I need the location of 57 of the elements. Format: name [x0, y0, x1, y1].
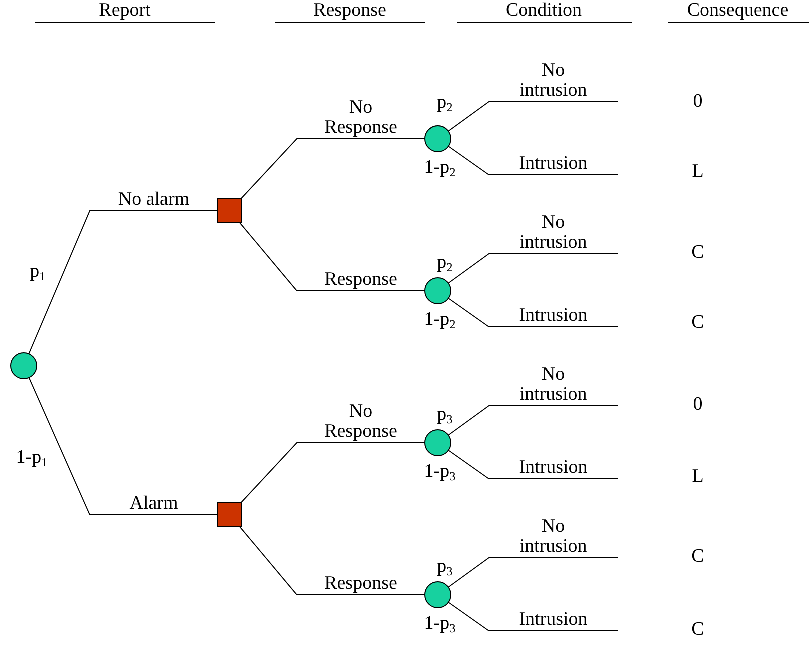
probability-label: 1-p$_{2}$: [424, 310, 456, 330]
branch-label: No intrusion: [518, 365, 588, 405]
branch-label: No intrusion: [518, 61, 588, 101]
consequence-value: C: [692, 547, 704, 567]
consequence-value: C: [692, 620, 704, 640]
tree-branch-line: [448, 450, 618, 480]
consequence-value: L: [692, 162, 704, 182]
probability-label: p$_{2}$: [437, 253, 453, 273]
tree-branch-line: [240, 138, 426, 200]
consequence-value: L: [692, 467, 704, 487]
consequence-value: C: [692, 243, 704, 263]
tree-branch-line: [448, 146, 618, 176]
consequence-value: C: [692, 313, 704, 333]
probability-label: p$_{2}$: [437, 93, 453, 113]
tree-branch-line: [448, 406, 618, 436]
chance-node: [424, 430, 452, 456]
tree-branch-line: [240, 526, 426, 596]
tree-branch-line: [28, 377, 218, 516]
branch-label: No intrusion: [518, 213, 588, 253]
probability-label: p$_{1}$: [30, 262, 46, 282]
branch-label: No intrusion: [518, 517, 588, 557]
probability-label: 1-p$_{3}$: [424, 462, 456, 482]
decision-node: [218, 502, 242, 528]
chance-node: [10, 352, 38, 380]
tree-branch-line: [448, 298, 618, 328]
tree-branch-line: [448, 558, 618, 588]
branch-label: No alarm: [117, 190, 191, 210]
column-heading: Consequence: [668, 0, 808, 23]
tree-branch-line: [240, 222, 426, 292]
branch-label: Alarm: [128, 494, 180, 514]
tree-branch-line: [448, 254, 618, 284]
chance-node: [424, 278, 452, 304]
tree-branch-line: [28, 210, 218, 355]
probability-label: 1-p$_{1}$: [16, 448, 48, 468]
branch-label: Intrusion: [518, 154, 589, 174]
branch-label: Intrusion: [518, 458, 589, 478]
branch-label: Intrusion: [518, 306, 589, 326]
column-heading: Report: [35, 0, 215, 23]
branch-label: Response: [324, 574, 398, 594]
branch-label: No Response: [324, 402, 398, 442]
column-heading: Response: [275, 0, 425, 23]
consequence-value: 0: [693, 395, 703, 415]
chance-node: [424, 582, 452, 608]
branch-label: Intrusion: [518, 610, 589, 630]
decision-node: [218, 198, 242, 224]
probability-label: 1-p$_{3}$: [424, 614, 456, 634]
branch-label: Response: [324, 270, 398, 290]
column-heading: Condition: [456, 0, 632, 23]
tree-branch-line: [240, 442, 426, 504]
probability-label: 1-p$_{2}$: [424, 158, 456, 178]
branch-label: No Response: [324, 98, 398, 138]
consequence-value: 0: [693, 92, 703, 112]
chance-node: [424, 126, 452, 152]
probability-label: p$_{3}$: [437, 405, 453, 425]
probability-label: p$_{3}$: [437, 557, 453, 577]
tree-branch-line: [448, 602, 618, 632]
tree-branch-line: [448, 102, 618, 132]
